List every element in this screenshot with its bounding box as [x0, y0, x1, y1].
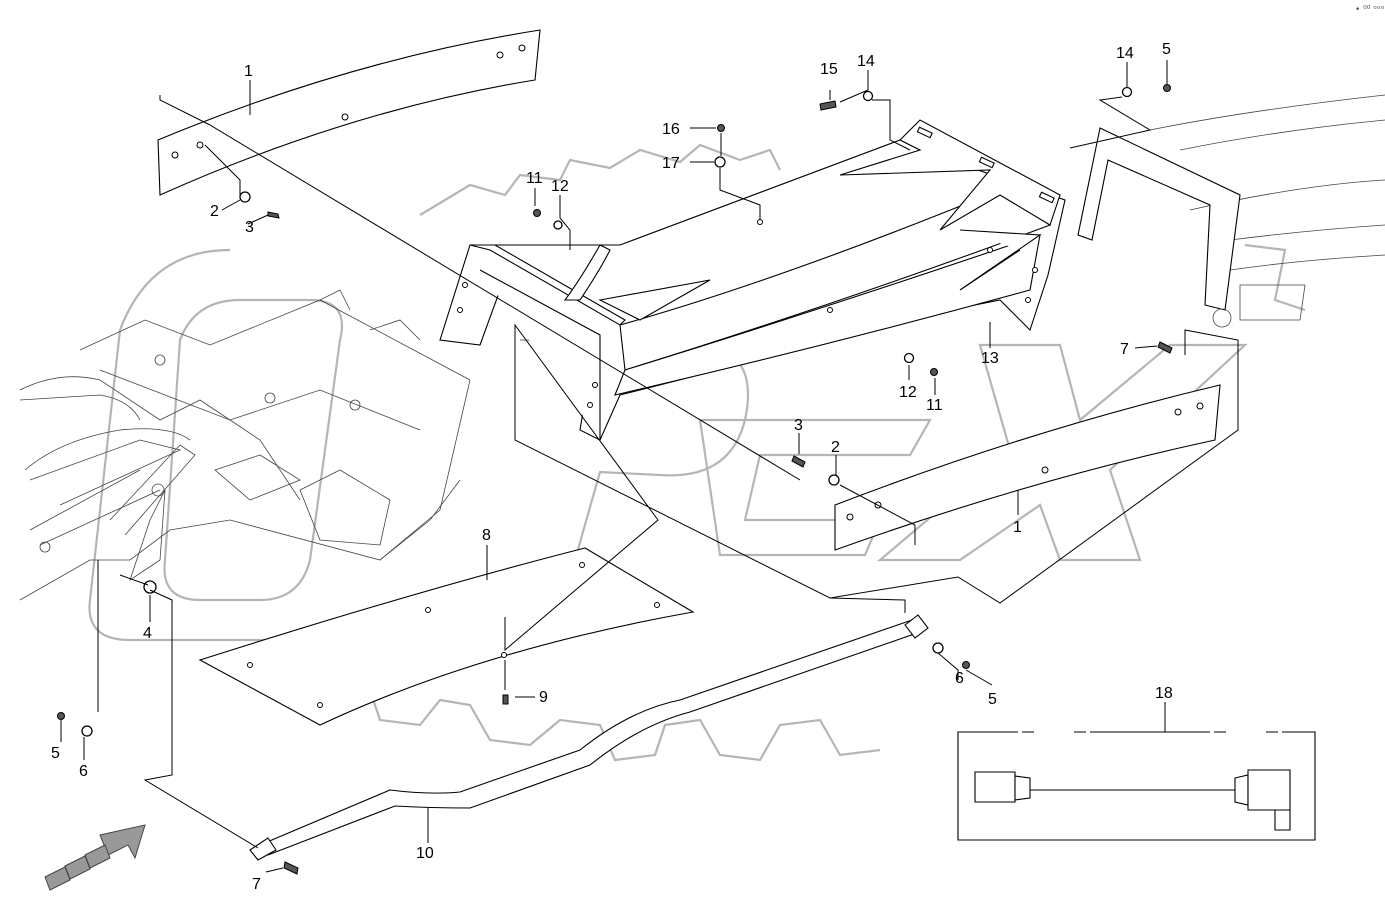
nut-16-icon: [717, 124, 725, 132]
callout-11: 11: [526, 170, 543, 187]
callout-15: 15: [820, 61, 838, 78]
nut-11b-icon: [930, 368, 938, 376]
callout-8: 8: [482, 527, 491, 544]
washer-14a-icon: [862, 90, 874, 102]
part-18-harness-box: [957, 730, 1316, 841]
callout-2: 2: [210, 203, 219, 220]
part-1-upper-panel: [157, 29, 541, 196]
washer-6b-icon: [932, 642, 944, 654]
callout-9: 9: [539, 689, 548, 706]
nut-5b-icon: [962, 661, 970, 669]
part-8-plate: [198, 547, 695, 726]
washer-12a-icon: [553, 220, 563, 230]
bolt-7a-icon: [283, 861, 299, 875]
nut-5a-icon: [57, 712, 65, 720]
washer-6a-icon: [81, 725, 93, 737]
callout-16: 16: [662, 121, 680, 138]
washer-2b-icon: [828, 474, 840, 486]
washer-12b-icon: [903, 352, 915, 364]
callout-7: 7: [252, 876, 261, 893]
callout-14: 14: [1116, 45, 1134, 62]
callout-13: 13: [981, 350, 999, 367]
bolt-3b-icon: [791, 455, 806, 468]
callout-12: 12: [899, 384, 917, 401]
callout-14: 14: [857, 53, 875, 70]
bolt-15-icon: [819, 100, 837, 111]
washer-4-icon: [143, 580, 157, 594]
callout-1: 1: [244, 63, 253, 80]
leader-lines: [60, 60, 1239, 873]
callout-1: 1: [1013, 519, 1022, 536]
callout-18: 18: [1155, 685, 1173, 702]
bolt-3a-icon: [267, 211, 280, 219]
callout-labels: 1 2 3 4 5 6 5 6 7 7 8 9 10 11 12 11 12 1…: [51, 41, 1173, 893]
callout-5: 5: [51, 745, 60, 762]
part-1-lower-panel: [834, 384, 1221, 551]
bolt-9-icon: [502, 694, 509, 705]
bolt-7b-icon: [1157, 341, 1173, 354]
callout-6: 6: [79, 763, 88, 780]
callout-10: 10: [416, 845, 434, 862]
callout-5: 5: [1162, 41, 1171, 58]
callout-6: 6: [955, 670, 964, 687]
part-10-tie-rod: [249, 614, 929, 861]
callout-11: 11: [926, 397, 943, 414]
machine-frame-background-right: [1077, 94, 1385, 328]
washer-14b-icon: [1121, 86, 1133, 98]
nut-5c-icon: [1163, 84, 1171, 92]
callout-4: 4: [143, 625, 152, 642]
callout-3: 3: [794, 417, 803, 434]
washer-2a-icon: [239, 191, 251, 203]
washer-17-icon: [714, 156, 726, 168]
nut-11a-icon: [533, 209, 541, 217]
hardware: [57, 84, 1173, 875]
part-13-crossbeam: [439, 119, 1066, 441]
machine-frame-background: [19, 289, 471, 601]
direction-arrow-icon: [44, 824, 146, 891]
callout-5: 5: [988, 691, 997, 708]
callout-12: 12: [551, 178, 569, 195]
callout-17: 17: [662, 155, 680, 172]
callout-7: 7: [1120, 341, 1129, 358]
callout-2: 2: [831, 439, 840, 456]
corner-mark: • ⁰⁰ ᵒᵒᵒ: [1355, 5, 1385, 15]
callout-3: 3: [245, 219, 254, 236]
